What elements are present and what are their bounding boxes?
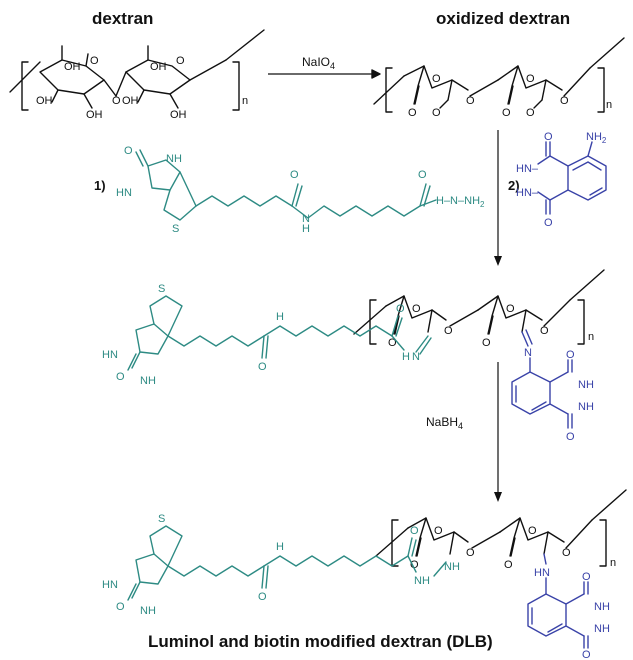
- int-biotin-urea-oxygen: O: [116, 371, 125, 383]
- dextran-ring2-oxygen: O: [176, 55, 185, 67]
- final-biotin-sulfur: S: [158, 513, 165, 525]
- dextran-ring2-oh-left: OH: [122, 95, 139, 107]
- final-biotin-arm: [127, 525, 447, 601]
- final-repeat-n: n: [610, 557, 616, 569]
- luminol-structure: [537, 141, 607, 215]
- final-luminol-nh-upper: NH: [594, 601, 610, 613]
- oxdex-u2-ring-oxygen: O: [526, 73, 535, 85]
- int-repeat-n: n: [588, 331, 594, 343]
- int-terminal-oxygen: O: [540, 325, 549, 337]
- int-biotin-sulfur: S: [158, 283, 165, 295]
- int-luminol-nh-lower: NH: [578, 401, 594, 413]
- dextran-structure: [9, 29, 265, 111]
- oxdex-u1-aldehyde-o1: O: [408, 107, 417, 119]
- dextran-ring1-oxygen: O: [90, 55, 99, 67]
- final-biotin-urea-oxygen: O: [116, 601, 125, 613]
- oxdex-repeat-n: n: [606, 99, 612, 111]
- biotin1-hydrazide: H–N–NH2: [436, 195, 485, 209]
- final-biotin-hn: HN: [102, 579, 118, 591]
- biotin1-amide-oxygen: O: [290, 169, 299, 181]
- final-u1-aldehyde-oxygen: O: [410, 559, 419, 571]
- oxidized-dextran-structure: [373, 37, 625, 113]
- final-luminol-nh-lower: NH: [594, 623, 610, 635]
- final-biotin-hydrazine-nh: NH: [444, 561, 460, 573]
- final-glycosidic-oxygen: O: [466, 547, 475, 559]
- title-dextran: dextran: [92, 9, 153, 28]
- dextran-ring2-oh-top: OH: [150, 61, 167, 73]
- int-u1-ring-oxygen: O: [412, 303, 421, 315]
- biotin1-hydrazide-oxygen: O: [418, 169, 427, 181]
- oxdex-u1-ring-oxygen: O: [432, 73, 441, 85]
- final-u1-ring-oxygen: O: [434, 525, 443, 537]
- biotin1-urea-oxygen: O: [124, 145, 133, 157]
- borohydride-label: NaBH4: [426, 415, 463, 431]
- int-u2-ring-oxygen: O: [506, 303, 515, 315]
- step-2-label: 2): [508, 178, 520, 193]
- int-biotin-hydrazide-oxygen: O: [396, 303, 405, 315]
- luminol1-hn-upper: HN–: [516, 163, 539, 175]
- dextran-ring1-oh-bottom: OH: [86, 109, 103, 121]
- biotin-hydrazide-structure: [135, 149, 437, 221]
- intermediate-luminol-arm: [511, 329, 573, 429]
- title-dlb: Luminol and biotin modified dextran (DLB…: [148, 632, 493, 651]
- dextran-repeat-n: n: [242, 95, 248, 107]
- int-biotin-hn: HN: [102, 349, 118, 361]
- int-luminol-oxygen-top: O: [566, 349, 575, 361]
- final-biotin-amide-nh: H: [276, 541, 284, 553]
- intermediate-biotin-arm: [127, 295, 432, 371]
- dextran-ring1-oh-top: OH: [64, 61, 81, 73]
- final-biotin-hydrazide-nh: NH: [414, 575, 430, 587]
- dextran-glycosidic-oxygen: O: [112, 95, 121, 107]
- dextran-ring2-oh-bottom: OH: [170, 109, 187, 121]
- oxdex-u2-aldehyde-o1: O: [502, 107, 511, 119]
- oxdex-terminal-oxygen: O: [560, 95, 569, 107]
- dextran-ring1-oh-left: OH: [36, 95, 53, 107]
- biotin1-amide-nh: H: [302, 223, 310, 235]
- final-biotin-nh: NH: [140, 605, 156, 617]
- int-glycosidic-oxygen: O: [444, 325, 453, 337]
- luminol1-amine: NH2: [586, 131, 607, 145]
- int-luminol-oxygen-bottom: O: [566, 431, 575, 443]
- final-dextran-backbone: [375, 489, 627, 567]
- final-biotin-amide-oxygen: O: [258, 591, 267, 603]
- int-u1-aldehyde-oxygen: O: [388, 337, 397, 349]
- luminol1-oxygen-bottom: O: [544, 217, 553, 229]
- final-u2-aldehyde-oxygen: O: [504, 559, 513, 571]
- int-biotin-nh: NH: [140, 375, 156, 387]
- biotin1-hn-left: HN: [116, 187, 132, 199]
- oxdex-u2-aldehyde-o2: O: [526, 107, 535, 119]
- final-luminol-hn: HN: [534, 567, 550, 579]
- final-luminol-oxygen-bottom: O: [582, 649, 591, 660]
- biotin1-sulfur: S: [172, 223, 179, 235]
- title-oxidized-dextran: oxidized dextran: [436, 9, 570, 28]
- luminol1-oxygen-top: O: [544, 131, 553, 143]
- int-luminol-imine-n: N: [524, 347, 532, 359]
- biotin1-nh-top: NH: [166, 153, 182, 165]
- biotin1-amide-n: N: [302, 213, 310, 225]
- oxdex-u1-aldehyde-o2: O: [432, 107, 441, 119]
- final-luminol-oxygen-top: O: [582, 571, 591, 583]
- final-u2-ring-oxygen: O: [528, 525, 537, 537]
- final-terminal-oxygen: O: [562, 547, 571, 559]
- int-biotin-amide-oxygen: O: [258, 361, 267, 373]
- periodate-label: NaIO4: [302, 55, 335, 71]
- oxdex-glycosidic-oxygen: O: [466, 95, 475, 107]
- final-biotin-hydrazide-oxygen: O: [410, 525, 419, 537]
- step-1-label: 1): [94, 178, 106, 193]
- int-luminol-nh-upper: NH: [578, 379, 594, 391]
- final-luminol-arm: [527, 553, 589, 649]
- int-u2-aldehyde-oxygen: O: [482, 337, 491, 349]
- int-biotin-amide-nh: H: [276, 311, 284, 323]
- luminol1-hn-lower: HN–: [516, 187, 539, 199]
- intermediate-dextran-backbone: [353, 269, 605, 345]
